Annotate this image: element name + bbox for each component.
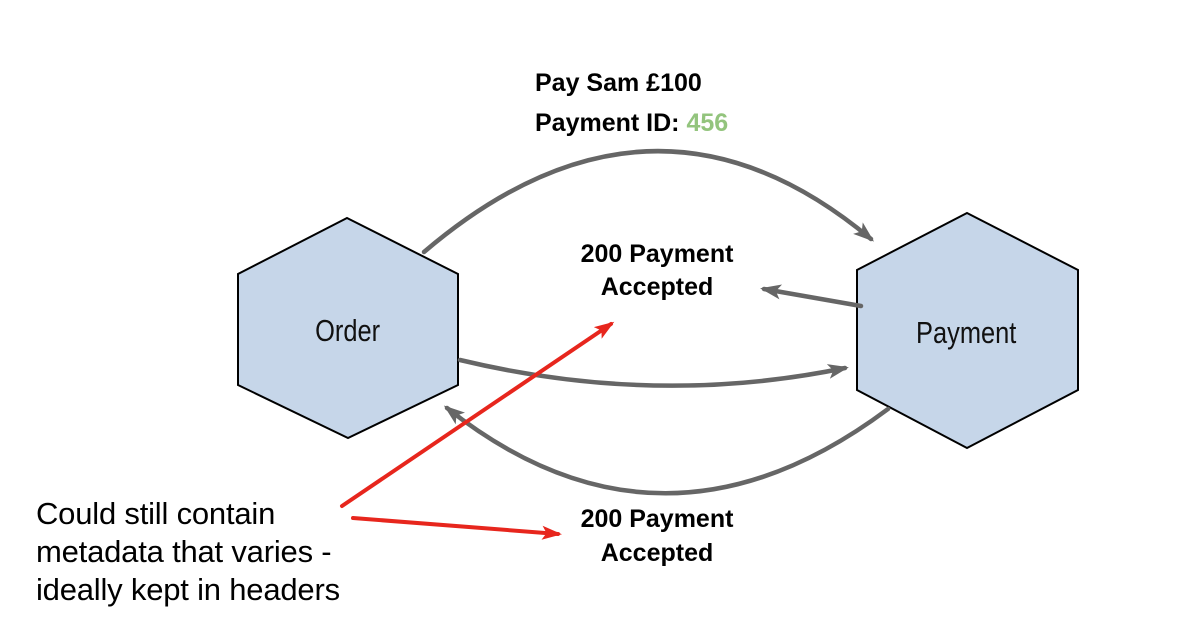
request-message-line1: Pay Sam £100 <box>535 69 702 97</box>
metadata-annotation-line3: ideally kept in headers <box>36 572 340 607</box>
request-message: Pay Sam £100 Payment ID: 456 <box>535 63 728 143</box>
annotation-arrow-upper <box>340 321 615 508</box>
middle-response-line2: Accepted <box>600 273 714 301</box>
bottom-response-message: 200 Payment Accepted <box>507 502 807 570</box>
metadata-annotation-line2: metadata that varies - <box>36 534 332 569</box>
bottom-response-line1: 200 Payment <box>580 505 734 533</box>
metadata-annotation: Could still contain metadata that varies… <box>36 495 340 609</box>
payment-node-label-text: Payment <box>915 315 1017 350</box>
payment-node-label: Payment <box>866 315 1066 351</box>
order-hexagon <box>237 216 459 440</box>
payment-id-value: 456 <box>686 109 729 137</box>
order-node-label: Order <box>248 313 448 349</box>
middle-response-message: 200 Payment Accepted <box>507 238 807 304</box>
annotation-arrow-lower <box>351 516 562 540</box>
payment-id-label: Payment ID: <box>535 109 680 137</box>
bottom-response-line2: Accepted <box>600 539 714 567</box>
payment-to-order-arrow <box>443 405 891 496</box>
order-node-label-text: Order <box>315 313 381 348</box>
metadata-annotation-line1: Could still contain <box>36 496 276 531</box>
request-arrow <box>421 149 875 255</box>
payment-to-response-text-arrow <box>760 284 864 309</box>
payment-hexagon <box>856 211 1079 450</box>
request-message-line2: Payment ID: 456 <box>535 103 728 143</box>
order-to-payment-arrow <box>457 357 849 388</box>
middle-response-line1: 200 Payment <box>580 240 734 268</box>
